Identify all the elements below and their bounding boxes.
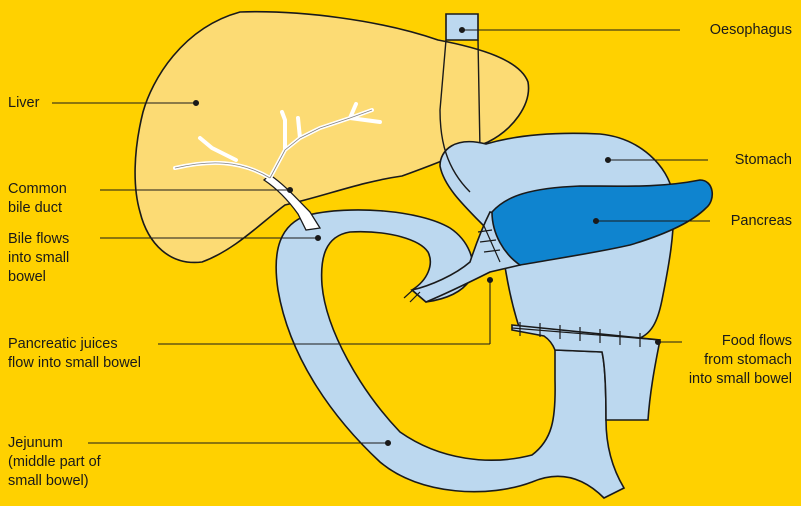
label-stomach: Stomach: [735, 151, 792, 170]
label-food-flows: Food flows from stomach into small bowel: [689, 332, 792, 389]
label-oesophagus: Oesophagus: [710, 21, 792, 40]
label-liver: Liver: [8, 94, 39, 113]
label-bile-flows: Bile flows into small bowel: [8, 230, 69, 287]
label-pancreas: Pancreas: [731, 212, 792, 231]
label-common-bile-duct: Common bile duct: [8, 180, 67, 218]
label-pancreatic-juices: Pancreatic juices flow into small bowel: [8, 335, 141, 373]
label-jejunum: Jejunum (middle part of small bowel): [8, 434, 101, 491]
